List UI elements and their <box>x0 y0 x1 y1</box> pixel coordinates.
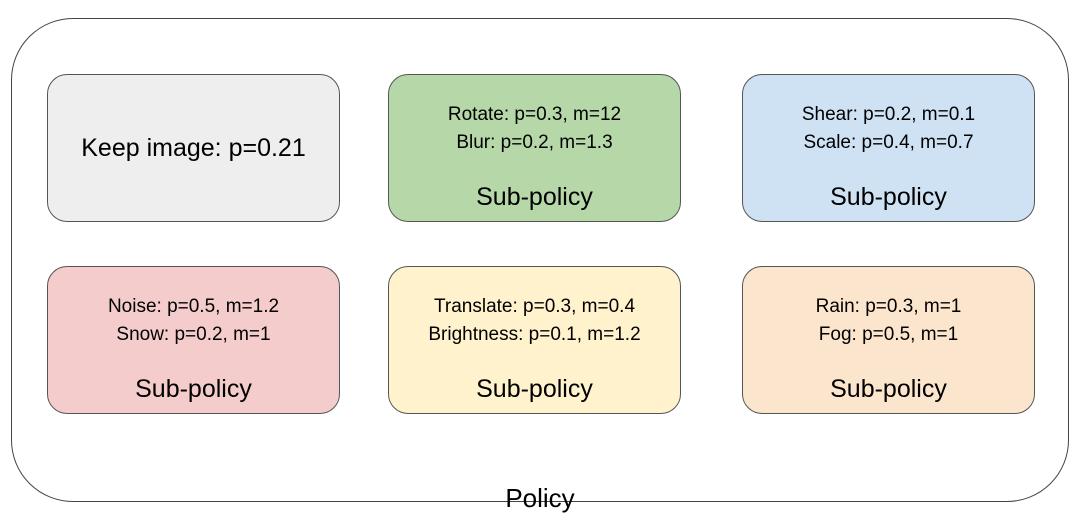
operation-line: Noise: p=0.5, m=1.2 <box>107 296 280 317</box>
sub-policy-label: Sub-policy <box>135 375 252 403</box>
operation-line: Scale: p=0.4, m=0.7 <box>803 132 974 153</box>
operation-line: Fog: p=0.5, m=1 <box>818 324 959 345</box>
operations-list: Noise: p=0.5, m=1.2 Snow: p=0.2, m=1 <box>48 293 339 349</box>
keep-image-box: Keep image: p=0.21 <box>47 74 340 222</box>
operation-line: Snow: p=0.2, m=1 <box>116 324 271 345</box>
operations-list: Translate: p=0.3, m=0.4 Brightness: p=0.… <box>389 293 680 349</box>
operations-list: Rain: p=0.3, m=1 Fog: p=0.5, m=1 <box>743 293 1034 349</box>
keep-image-text: Keep image: p=0.21 <box>81 134 306 162</box>
policy-label: Policy <box>505 483 575 513</box>
operation-line: Blur: p=0.2, m=1.3 <box>456 132 613 153</box>
operation-line: Rotate: p=0.3, m=12 <box>447 104 622 125</box>
sub-policy-label: Sub-policy <box>476 183 593 211</box>
operations-list: Shear: p=0.2, m=0.1 Scale: p=0.4, m=0.7 <box>743 101 1034 157</box>
operation-line: Shear: p=0.2, m=0.1 <box>801 104 976 125</box>
sub-policy-label: Sub-policy <box>830 183 947 211</box>
sub-policy-label: Sub-policy <box>476 375 593 403</box>
sub-policy-box-noise-snow: Noise: p=0.5, m=1.2 Snow: p=0.2, m=1 Sub… <box>47 266 340 414</box>
sub-policy-label: Sub-policy <box>830 375 947 403</box>
sub-policy-box-rotate-blur: Rotate: p=0.3, m=12 Blur: p=0.2, m=1.3 S… <box>388 74 681 222</box>
operations-list: Rotate: p=0.3, m=12 Blur: p=0.2, m=1.3 <box>389 101 680 157</box>
sub-policy-box-shear-scale: Shear: p=0.2, m=0.1 Scale: p=0.4, m=0.7 … <box>742 74 1035 222</box>
operation-line: Translate: p=0.3, m=0.4 <box>433 296 636 317</box>
sub-policy-box-translate-brightness: Translate: p=0.3, m=0.4 Brightness: p=0.… <box>388 266 681 414</box>
operation-line: Brightness: p=0.1, m=1.2 <box>428 324 641 345</box>
sub-policy-box-rain-fog: Rain: p=0.3, m=1 Fog: p=0.5, m=1 Sub-pol… <box>742 266 1035 414</box>
operation-line: Rain: p=0.3, m=1 <box>815 296 962 317</box>
